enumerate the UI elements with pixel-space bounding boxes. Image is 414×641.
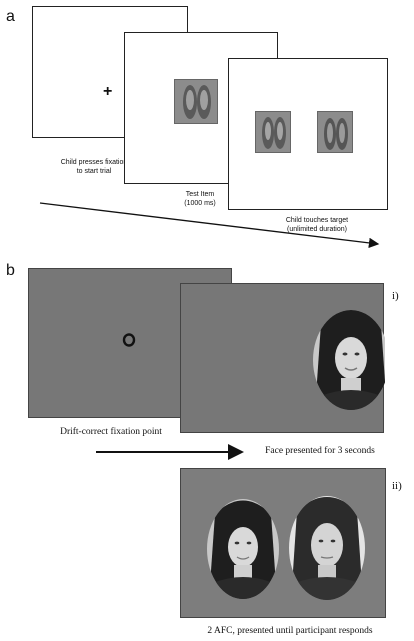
target-shoe-left bbox=[255, 111, 291, 153]
face-screen bbox=[180, 283, 385, 433]
target-shoe-right bbox=[317, 111, 353, 153]
panel-a-letter: a bbox=[6, 8, 15, 25]
fixation-cross: + bbox=[103, 83, 113, 100]
panel-b-letter: b bbox=[6, 262, 15, 279]
label-i: i) bbox=[392, 290, 399, 302]
label-ii: ii) bbox=[392, 480, 402, 492]
face-caption: Face presented for 3 seconds bbox=[265, 446, 375, 456]
shoe-pair-icon bbox=[183, 85, 211, 119]
target-caption: Child touches target (unlimited duration… bbox=[285, 217, 349, 233]
target-screen bbox=[228, 58, 388, 210]
shoe-pair-icon bbox=[324, 118, 348, 150]
test-shoe-image bbox=[174, 79, 218, 124]
shoe-pair-icon bbox=[262, 117, 286, 149]
afc-screen bbox=[180, 468, 386, 618]
afc-caption: 2 AFC, presented until participant respo… bbox=[207, 626, 373, 636]
fixation-ring-icon bbox=[122, 333, 136, 347]
drift-correct-caption: Drift-correct fixation point bbox=[60, 427, 162, 437]
fixation-caption: Child presses fixation to start trial bbox=[60, 159, 128, 175]
face-image bbox=[313, 310, 385, 410]
two-faces-image bbox=[207, 496, 365, 600]
